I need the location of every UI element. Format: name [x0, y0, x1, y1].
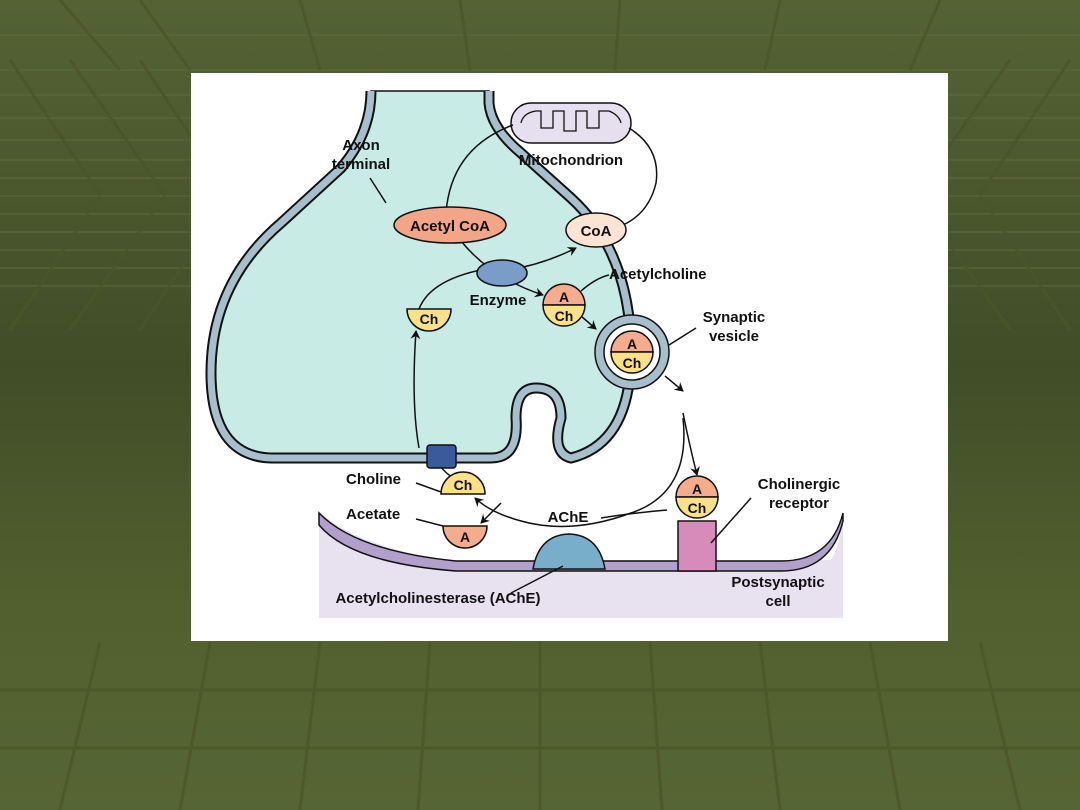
cholinergic-receptor-label-1: Cholinergic — [758, 476, 841, 493]
choline-molecule-cleft: Ch — [440, 471, 486, 495]
synaptic-vesicle-label-2: vesicle — [709, 328, 759, 345]
mitochondrion-label: Mitochondrion — [519, 152, 623, 169]
cholinergic-receptor — [677, 520, 717, 572]
axon-terminal-label-2: terminal — [332, 156, 390, 173]
svg-text:Ch: Ch — [454, 477, 473, 493]
choline-transporter — [426, 444, 457, 469]
acetylcholinesterase-enzyme — [532, 533, 606, 570]
svg-text:A: A — [627, 336, 637, 352]
svg-text:Ch: Ch — [420, 311, 439, 327]
acetylcholine-molecule: A Ch — [542, 283, 586, 327]
svg-text:A: A — [559, 289, 569, 305]
synaptic-vesicle-label-1: Synaptic — [703, 309, 766, 326]
acetate-label: Acetate — [346, 506, 400, 523]
mitochondrion — [510, 102, 632, 144]
acetyl-coa-label: Acetyl CoA — [410, 218, 490, 235]
enzyme — [476, 259, 528, 287]
ache-arrow-label: AChE — [548, 509, 589, 526]
axon-terminal-label-1: Axon — [342, 137, 380, 154]
axon-terminal — [210, 90, 632, 459]
acetylcholine-label: Acetylcholine — [609, 266, 707, 283]
svg-text:Ch: Ch — [688, 500, 707, 516]
coa-label: CoA — [581, 223, 612, 240]
cholinergic-receptor-label-2: receptor — [769, 495, 829, 512]
synaptic-vesicle: A Ch — [594, 314, 670, 390]
svg-text:A: A — [460, 529, 470, 545]
acetylcholinesterase-label: Acetylcholinesterase (AChE) — [335, 590, 540, 607]
acetate-molecule: A — [442, 525, 488, 549]
svg-text:Ch: Ch — [623, 355, 642, 371]
choline-label: Choline — [346, 471, 401, 488]
postsynaptic-cell-label-2: cell — [765, 593, 790, 610]
acetyl-coa-node: Acetyl CoA — [393, 206, 507, 244]
svg-text:A: A — [692, 481, 702, 497]
acetylcholine-bound: A Ch — [675, 475, 719, 519]
svg-text:Ch: Ch — [555, 308, 574, 324]
postsynaptic-cell-label-1: Postsynaptic — [731, 574, 824, 591]
coa-node: CoA — [565, 212, 627, 248]
acetylcholine-synapse-diagram: Acetyl CoA CoA Enzyme Ch A Ch Acetylchol… — [205, 90, 844, 618]
enzyme-label: Enzyme — [470, 292, 527, 309]
choline-molecule-internal: Ch — [406, 308, 452, 332]
diagram-card: Acetyl CoA CoA Enzyme Ch A Ch Acetylchol… — [191, 73, 948, 641]
